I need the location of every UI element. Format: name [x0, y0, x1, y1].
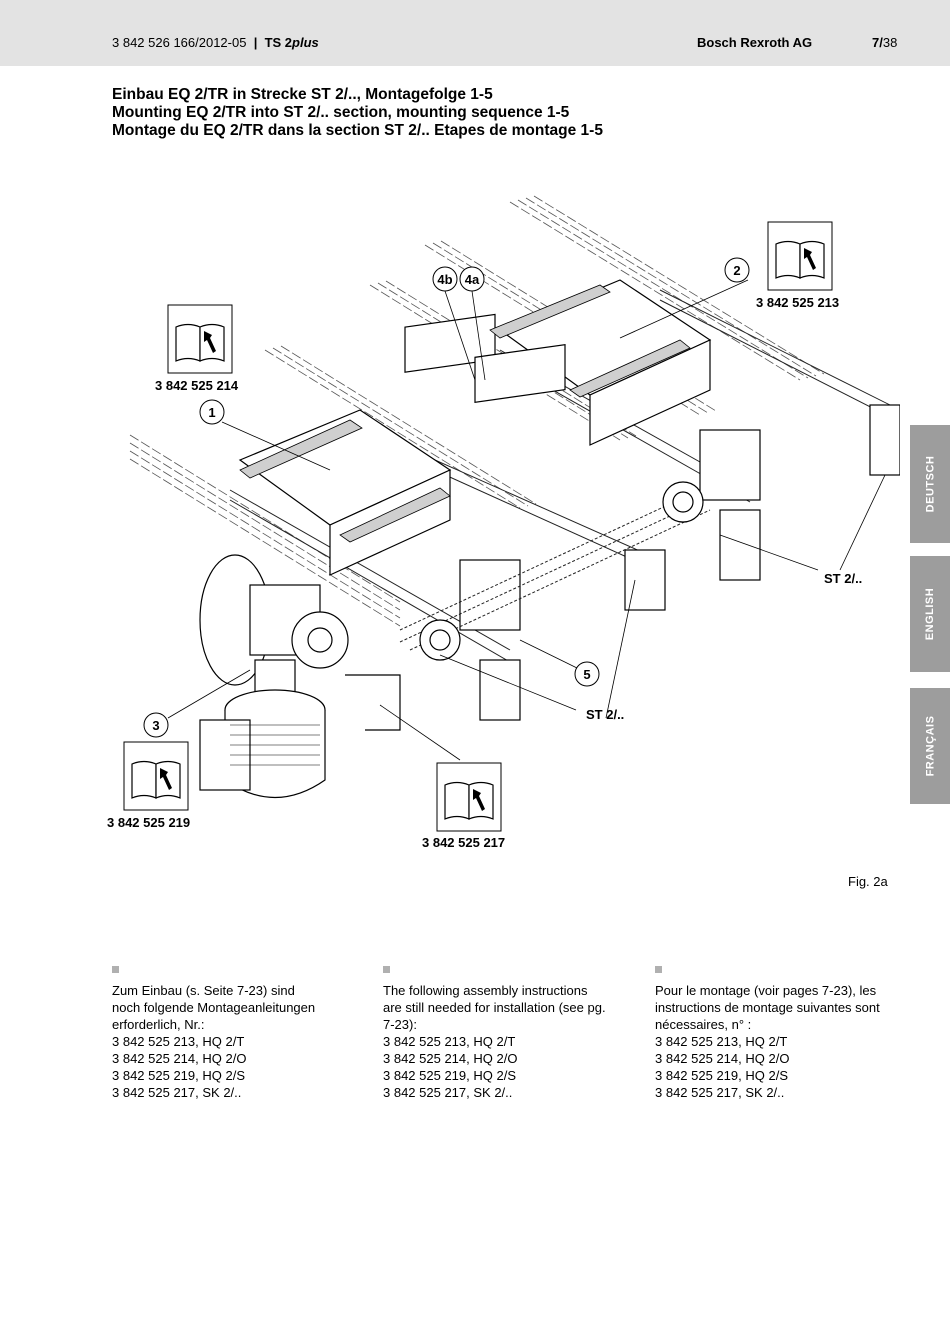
page-titles: Einbau EQ 2/TR in Strecke ST 2/.., Monta… [112, 86, 603, 140]
callout-5-circle [574, 661, 600, 687]
text-line: 3 842 525 213, HQ 2/T [655, 1034, 788, 1049]
text-line: instructions de montage suivantes sont [655, 1000, 880, 1015]
text-line: 3 842 525 217, SK 2/.. [112, 1085, 242, 1100]
text-line: 3 842 525 217, SK 2/.. [383, 1085, 513, 1100]
section-label-right: ST 2/.. [824, 571, 862, 586]
column-french: Pour le montage (voir pages 7-23), les i… [655, 966, 905, 1101]
callout-4a-circle [459, 266, 485, 292]
manual-wrench-icon [767, 221, 833, 291]
text-line: Pour le montage (voir pages 7-23), les [655, 983, 877, 998]
title-en: Mounting EQ 2/TR into ST 2/.. section, m… [112, 104, 570, 121]
callout-4a: 4a [465, 272, 480, 287]
figure-caption: Fig. 2a [848, 874, 888, 889]
text-line: erforderlich, Nr.: [112, 1017, 205, 1032]
callout-4b: 4b [437, 272, 452, 287]
text-line: 3 842 525 217, SK 2/.. [655, 1085, 785, 1100]
text-line: 3 842 525 214, HQ 2/O [383, 1051, 518, 1066]
text-line: Zum Einbau (s. Seite 7-23) sind [112, 983, 295, 998]
title-fr: Montage du EQ 2/TR dans la section ST 2/… [112, 122, 603, 139]
page-header: 3 842 526 166/2012-05 | TS 2plus Bosch R… [0, 0, 950, 66]
text-line: 3 842 525 219, HQ 2/S [383, 1068, 516, 1083]
manual-ref-213: 3 842 525 213 [756, 295, 839, 310]
manual-ref-219: 3 842 525 219 [107, 815, 190, 830]
bullet-square [383, 966, 390, 973]
text-line: 3 842 525 219, HQ 2/S [112, 1068, 245, 1083]
company-name: Bosch Rexroth AG [697, 35, 813, 50]
tab-francais[interactable]: FRANÇAIS [910, 688, 950, 804]
text-line: 3 842 525 213, HQ 2/T [383, 1034, 516, 1049]
manual-ref-214: 3 842 525 214 [155, 378, 239, 393]
assembly-drawing-svg: 1 2 3 4b 4a 5 3 842 525 214 3 842 525 21… [107, 195, 901, 850]
column-english: The following assembly instructions are … [383, 966, 633, 1101]
text-line: 3 842 525 214, HQ 2/O [112, 1051, 247, 1066]
title-de: Einbau EQ 2/TR in Strecke ST 2/.., Monta… [112, 86, 493, 103]
bullet-square [655, 966, 662, 973]
callout-3: 3 [152, 718, 159, 733]
callout-2-circle [724, 257, 750, 283]
text-line: noch folgende Montageanleitungen [112, 1000, 316, 1015]
manual-wrench-icon [436, 762, 502, 832]
text-line: 7-23): [383, 1017, 417, 1032]
text-line: 3 842 525 213, HQ 2/T [112, 1034, 245, 1049]
column-german: Zum Einbau (s. Seite 7-23) sind noch fol… [112, 966, 362, 1101]
bullet-square [112, 966, 119, 973]
section-label-center: ST 2/.. [586, 707, 624, 722]
text-line: nécessaires, n° : [655, 1017, 752, 1032]
manual-wrench-icon [167, 304, 233, 374]
manual-wrench-icon [123, 741, 189, 811]
text-line: are still needed for installation (see p… [383, 1000, 606, 1015]
text-line: 3 842 525 219, HQ 2/S [655, 1068, 788, 1083]
text-line: The following assembly instructions [383, 983, 588, 998]
manual-ref-217: 3 842 525 217 [422, 835, 505, 850]
page-number: 7/38 [872, 35, 898, 50]
callout-1-circle [199, 399, 225, 425]
callout-4b-circle [432, 266, 458, 292]
doc-reference: 3 842 526 166/2012-05 | TS 2plus [112, 35, 319, 50]
callout-1: 1 [208, 405, 215, 420]
tab-deutsch[interactable]: DEUTSCH [910, 425, 950, 543]
callout-2: 2 [733, 263, 740, 278]
assembly-drawing: 1 2 3 4b 4a 5 3 842 525 214 3 842 525 21… [100, 190, 901, 860]
text-line: 3 842 525 214, HQ 2/O [655, 1051, 790, 1066]
callout-5: 5 [583, 667, 590, 682]
tab-english[interactable]: ENGLISH [910, 556, 950, 672]
callout-3-circle [143, 712, 169, 738]
